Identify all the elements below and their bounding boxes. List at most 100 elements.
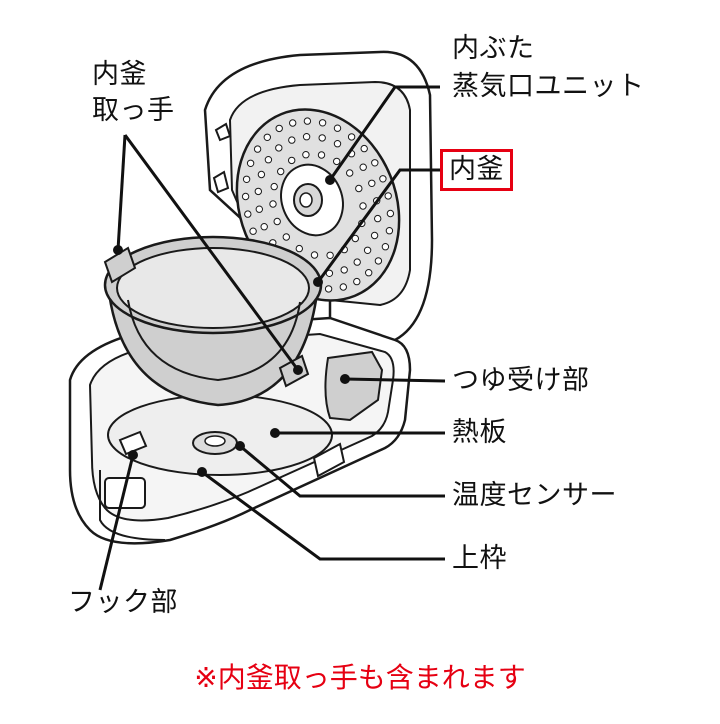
steam-hole xyxy=(275,124,283,133)
inner-pot-inside-wall xyxy=(127,299,301,382)
hook-shape xyxy=(118,430,148,456)
dot-heating-plate xyxy=(270,428,280,438)
dot-inner-lid xyxy=(325,175,335,185)
steam-hole xyxy=(351,234,359,243)
leader-dots xyxy=(113,175,350,477)
dot-dew-tray xyxy=(340,374,350,384)
leader-temp-sensor xyxy=(239,444,445,498)
steam-hole xyxy=(340,266,348,274)
steam-hole xyxy=(353,258,361,266)
steam-hole xyxy=(241,192,250,201)
steam-hole xyxy=(339,283,347,291)
lid-latch-left-lower xyxy=(212,170,230,194)
steam-hole xyxy=(289,119,297,127)
leader-upper-frame xyxy=(201,470,445,561)
lid-latch-left xyxy=(214,122,232,142)
steam-hole xyxy=(374,214,382,223)
steam-hole xyxy=(288,156,296,165)
label-upper-frame: 上枠 xyxy=(452,543,507,574)
inner-pot xyxy=(103,235,323,407)
steam-hole xyxy=(326,251,334,260)
label-inner-lid-line2: 蒸気口ユニット xyxy=(452,71,645,102)
dot-inner-pot xyxy=(313,277,323,287)
steam-vent-center xyxy=(299,192,313,208)
steam-hole xyxy=(359,202,367,210)
steam-hole xyxy=(318,134,326,142)
label-dew-tray: つゆ受け部 xyxy=(452,365,590,396)
leader-handle-left xyxy=(116,134,127,251)
steam-hole xyxy=(324,285,333,293)
heating-plate-area xyxy=(107,394,333,476)
steam-hole xyxy=(333,140,342,148)
steam-hole xyxy=(355,184,363,193)
steam-hole xyxy=(317,151,326,159)
label-hook: フック部 xyxy=(68,587,178,618)
side-handle xyxy=(312,442,346,478)
steam-hole xyxy=(253,145,262,153)
steam-hole xyxy=(374,257,383,265)
steam-hole xyxy=(370,231,379,240)
leader-inner-pot xyxy=(316,168,440,283)
steam-hole xyxy=(264,156,273,164)
steam-hole xyxy=(260,223,268,231)
steam-hole xyxy=(371,159,379,167)
steam-hole xyxy=(249,227,257,235)
steam-hole xyxy=(386,209,395,218)
steam-hole xyxy=(246,159,255,168)
steam-hole xyxy=(303,117,312,125)
label-inner-handle-line2: 取っ手 xyxy=(92,95,175,126)
steam-hole xyxy=(385,227,394,235)
steam-hole xyxy=(347,133,356,141)
dot-temp-sensor xyxy=(235,441,245,451)
steam-hole xyxy=(333,124,342,132)
dot-hook xyxy=(128,450,138,460)
steam-hole xyxy=(288,136,296,144)
steam-hole xyxy=(254,187,262,196)
steam-hole xyxy=(270,182,278,191)
steam-hole xyxy=(363,246,372,255)
label-temp-sensor: 温度センサー xyxy=(452,480,617,511)
steam-hole xyxy=(302,133,311,141)
steam-hole xyxy=(310,251,319,259)
leader-inner-lid xyxy=(328,85,440,181)
steam-hole xyxy=(263,133,271,142)
steam-hole xyxy=(365,269,373,277)
leader-dew-tray xyxy=(344,377,446,383)
leader-hook xyxy=(98,454,135,591)
label-inner-lid-line1: 内ぶた xyxy=(452,33,535,64)
steam-hole xyxy=(295,244,303,253)
label-inner-handle-line1: 内釜 xyxy=(92,59,147,90)
steam-hole xyxy=(379,175,387,183)
steam-hole xyxy=(275,144,283,152)
temp-sensor-top xyxy=(204,435,226,447)
steam-hole xyxy=(242,175,251,184)
steam-hole xyxy=(318,119,327,127)
steam-hole xyxy=(273,217,281,226)
steam-hole xyxy=(381,243,390,251)
dot-upper-frame xyxy=(197,467,207,477)
steam-hole xyxy=(368,179,376,188)
steam-hole xyxy=(333,157,341,166)
steam-hole xyxy=(302,151,310,159)
steam-hole xyxy=(282,233,290,241)
steam-hole xyxy=(346,169,354,177)
steam-hole xyxy=(353,277,361,286)
leader-lines xyxy=(98,85,446,591)
steam-hole xyxy=(384,192,392,200)
steam-hole xyxy=(244,210,252,218)
label-heating-plate: 熱板 xyxy=(452,417,507,448)
dot-handle-right xyxy=(293,365,303,375)
footnote: ※内釜取っ手も含まれます xyxy=(194,661,526,694)
steam-hole xyxy=(269,200,277,208)
body-front-edge xyxy=(99,470,166,541)
inner-pot-opening xyxy=(116,247,310,329)
steam-hole xyxy=(257,170,266,179)
leader-handle-right xyxy=(123,134,300,371)
dot-handle-left xyxy=(113,245,123,255)
steam-hole xyxy=(255,205,263,213)
steam-hole xyxy=(359,163,367,171)
steam-hole xyxy=(277,167,285,176)
label-inner-pot-highlighted: 内釜 xyxy=(440,149,513,191)
